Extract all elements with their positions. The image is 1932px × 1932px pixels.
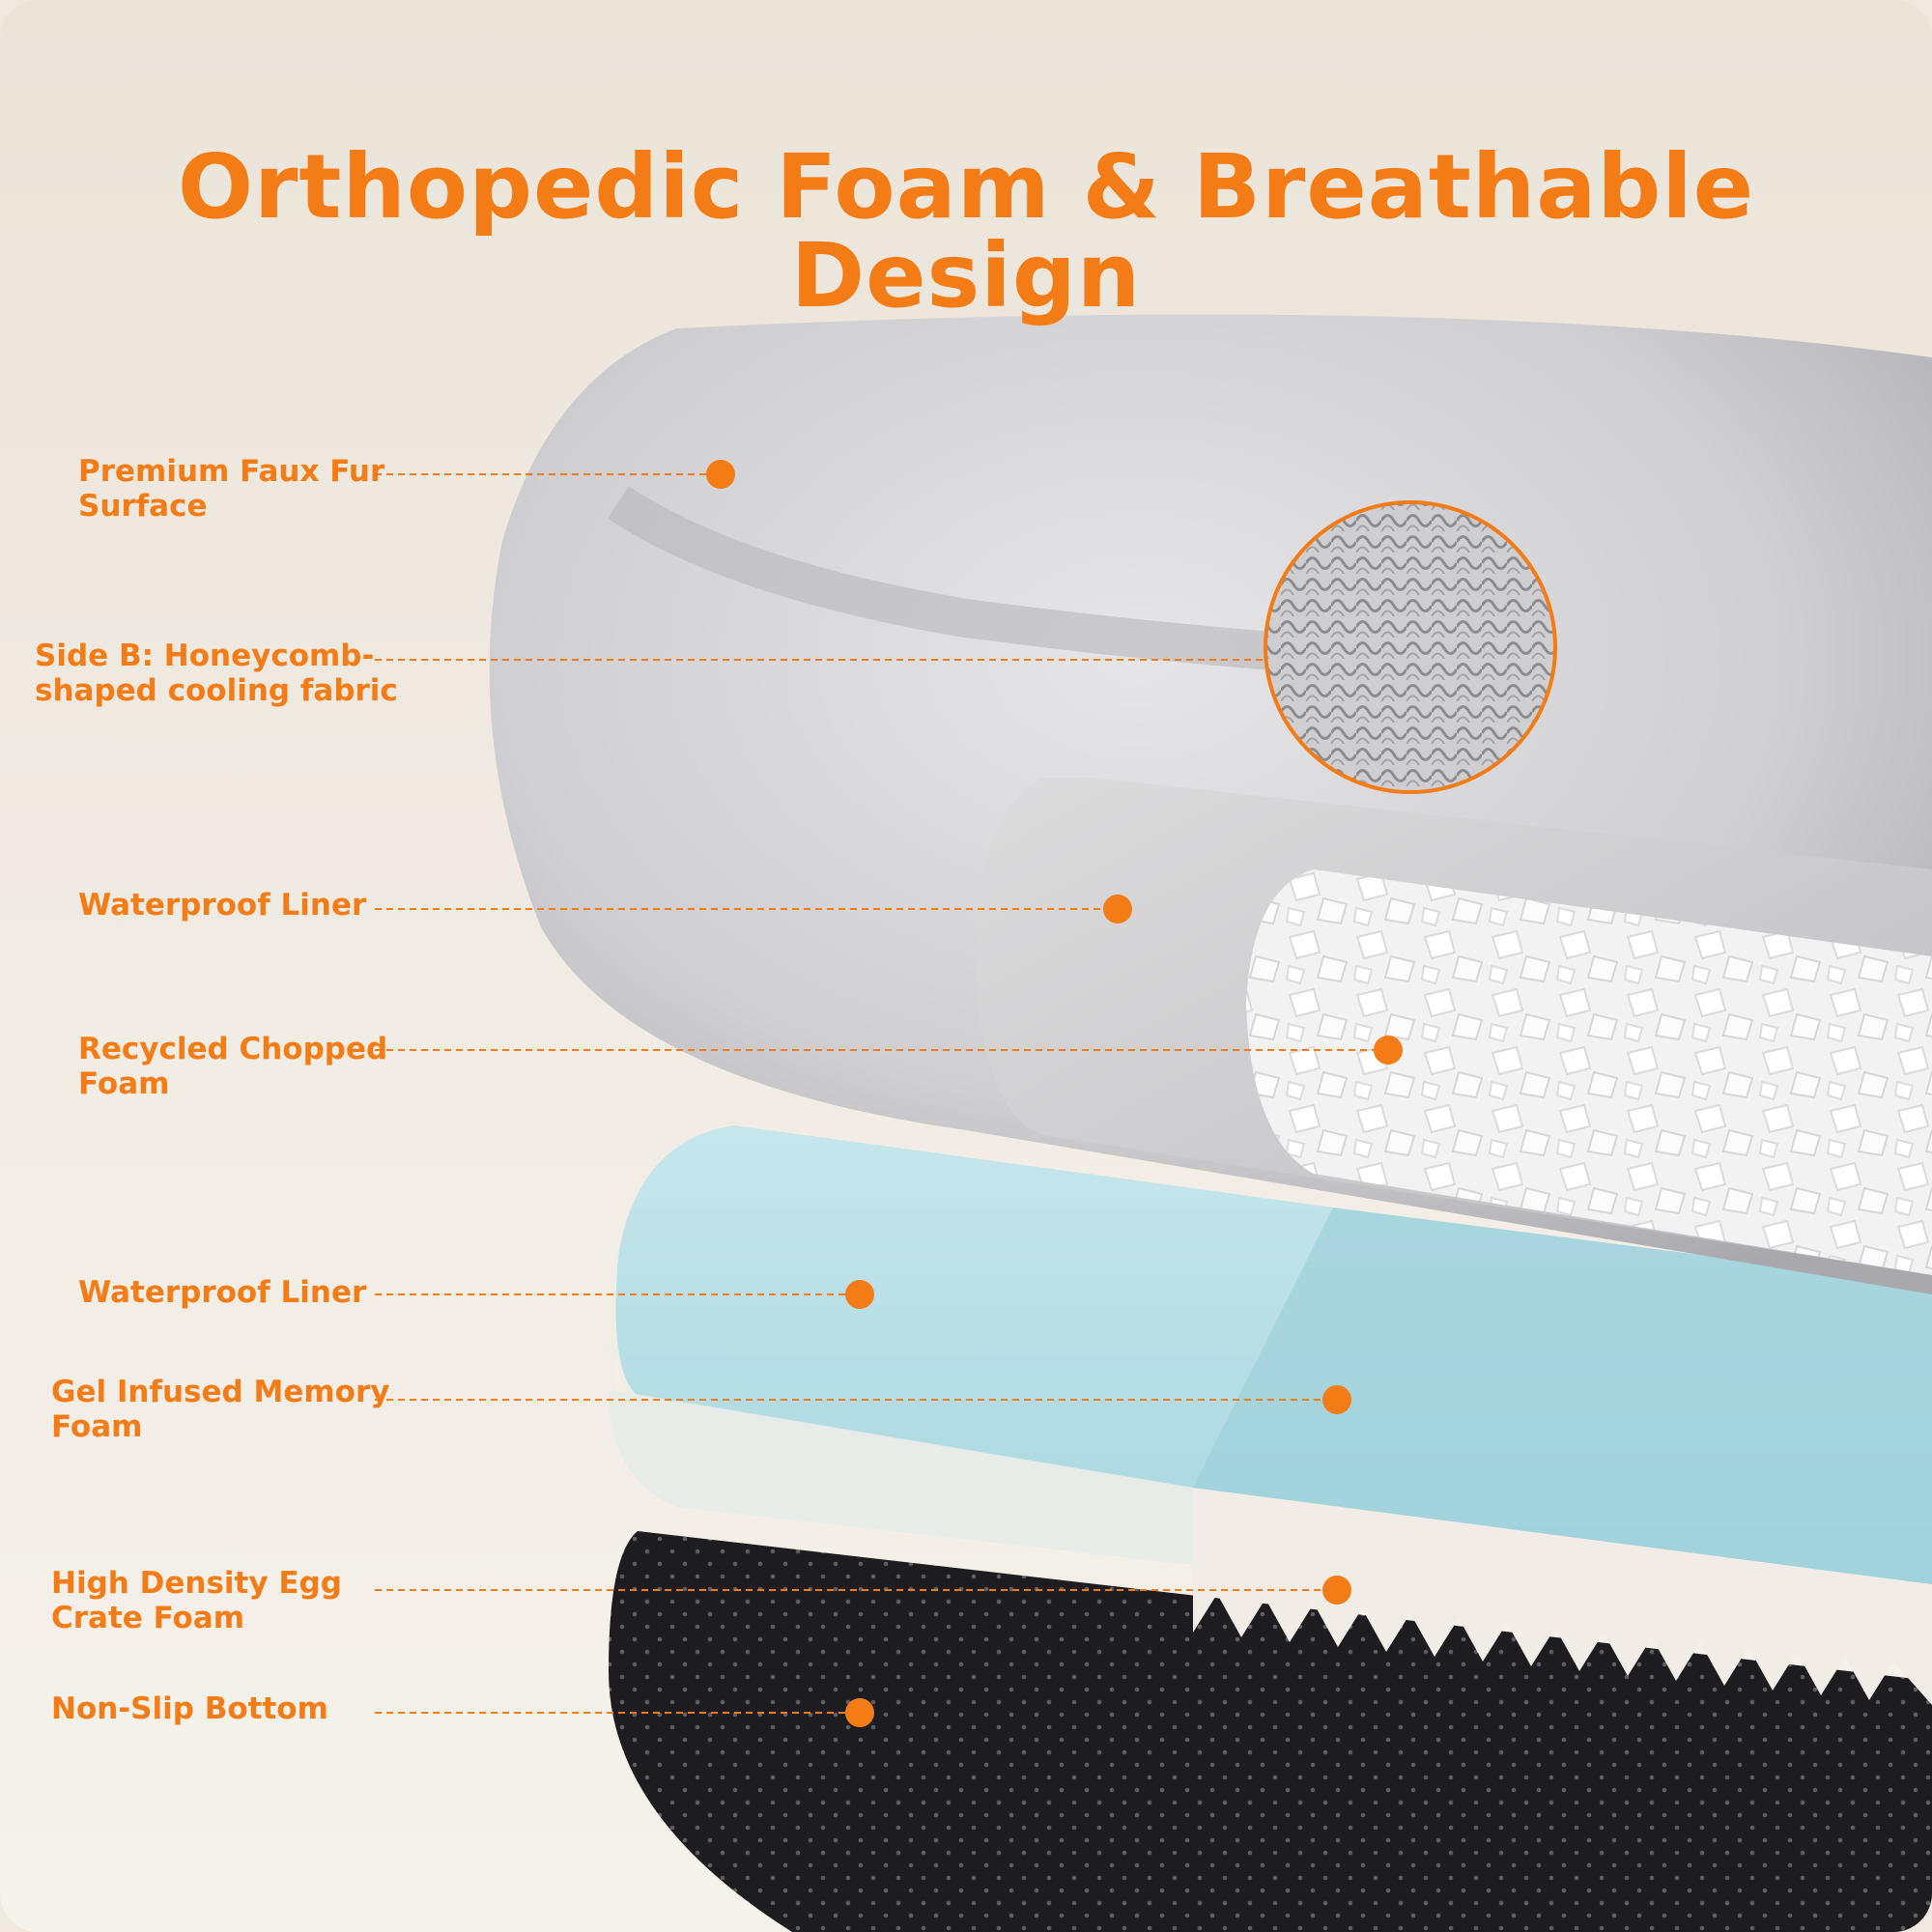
- chopped-foam-core: [1246, 869, 1932, 1275]
- label-faux-fur: Premium Faux Fur Surface: [78, 454, 385, 524]
- label-waterproof-liner-1: Waterproof Liner: [78, 888, 367, 923]
- marker-dot-gel: [1322, 1385, 1351, 1414]
- label-egg-crate: High Density Egg Crate Foam: [51, 1566, 342, 1635]
- marker-dot-eggcrate: [1322, 1576, 1351, 1605]
- label-gel-foam: Gel Infused Memory Foam: [51, 1375, 390, 1444]
- honeycomb-fabric-swatch: [1264, 500, 1557, 794]
- label-honeycomb: Side B: Honeycomb- shaped cooling fabric: [35, 639, 398, 708]
- label-waterproof-liner-2: Waterproof Liner: [78, 1275, 367, 1310]
- marker-dot-nonslip: [845, 1698, 874, 1727]
- label-chopped-foam: Recycled Chopped Foam: [78, 1032, 388, 1101]
- non-slip-bottom-layer: [609, 1531, 1932, 1932]
- egg-crate-foam-layer: [609, 1333, 1932, 1705]
- leader-lines: [375, 473, 1387, 1714]
- marker-dot-liner-1: [1103, 895, 1132, 923]
- page-title: Orthopedic Foam & Breathable Design: [177, 135, 1755, 327]
- marker-dot-fur: [706, 460, 735, 489]
- label-non-slip: Non-Slip Bottom: [51, 1691, 328, 1726]
- marker-dot-liner-2: [845, 1280, 874, 1309]
- marker-dot-chopped: [1374, 1036, 1403, 1065]
